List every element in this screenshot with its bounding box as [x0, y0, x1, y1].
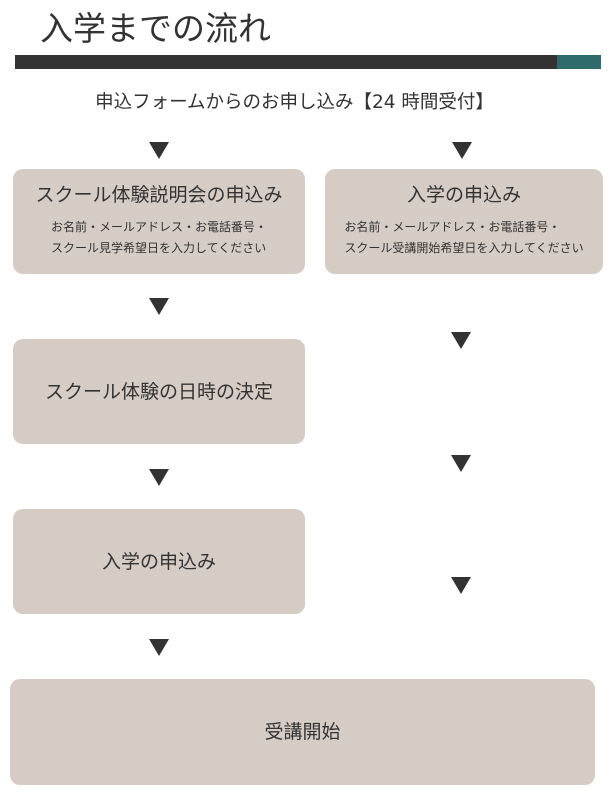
step-details: お名前・メールアドレス・お電話番号・ スクール見学希望日を入力してください — [13, 217, 305, 259]
step-box-direct-enrollment-application: 入学の申込み お名前・メールアドレス・お電話番号・ スクール受講開始希望日を入力… — [325, 169, 603, 274]
step-details-text: お名前・メールアドレス・お電話番号・ スクール見学希望日を入力してください — [51, 217, 267, 259]
step-box-course-start: 受講開始 — [10, 679, 595, 785]
down-arrow-icon — [452, 142, 472, 159]
step-detail-line: スクール受講開始希望日を入力してください — [344, 241, 584, 255]
step-detail-line: お名前・メールアドレス・お電話番号・ — [344, 220, 561, 234]
down-arrow-icon — [451, 455, 471, 472]
down-arrow-icon — [149, 142, 169, 159]
title-underline-bar — [15, 55, 601, 69]
step-box-enrollment-application: 入学の申込み — [13, 509, 305, 614]
down-arrow-icon — [149, 639, 169, 656]
step-box-trial-application: スクール体験説明会の申込み お名前・メールアドレス・お電話番号・ スクール見学希… — [13, 169, 305, 274]
step-details-text: お名前・メールアドレス・お電話番号・ スクール受講開始希望日を入力してください — [344, 217, 583, 259]
step-details: お名前・メールアドレス・お電話番号・ スクール受講開始希望日を入力してください — [325, 217, 603, 259]
title-bar-accent-segment — [557, 55, 601, 69]
down-arrow-icon — [149, 469, 169, 486]
step-detail-line: お名前・メールアドレス・お電話番号・ — [50, 220, 267, 234]
step-title: 入学の申込み — [406, 184, 521, 206]
page-title: 入学までの流れ — [40, 9, 271, 48]
step-title: 入学の申込み — [101, 550, 216, 573]
step-box-trial-schedule: スクール体験の日時の決定 — [13, 339, 305, 444]
step-title: スクール体験の日時の決定 — [44, 380, 273, 403]
down-arrow-icon — [451, 577, 471, 594]
down-arrow-icon — [451, 332, 471, 349]
flow-subtitle: 申込フォームからのお申し込み【24 時間受付】 — [95, 92, 494, 113]
title-bar-dark-segment — [15, 55, 557, 69]
down-arrow-icon — [149, 298, 169, 315]
step-title: 受講開始 — [264, 721, 341, 743]
step-detail-line: スクール見学希望日を入力してください — [50, 241, 267, 255]
step-title: スクール体験説明会の申込み — [35, 184, 283, 206]
